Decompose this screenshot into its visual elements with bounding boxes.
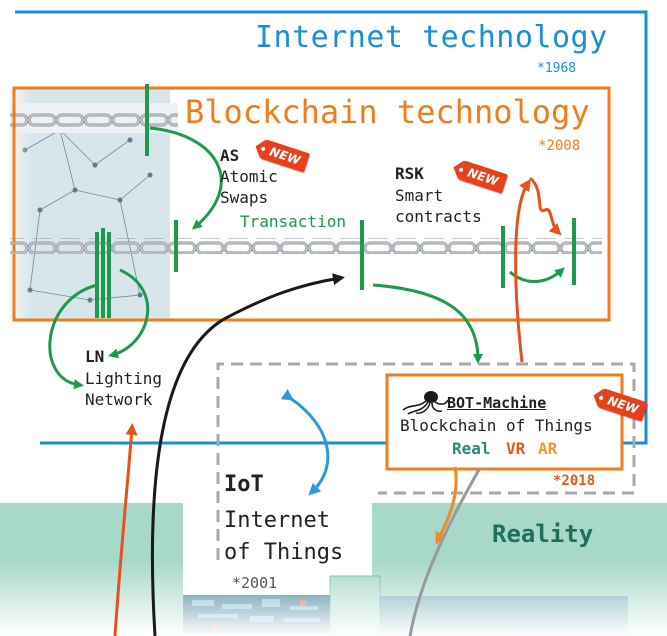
bot-machine-year: *2018	[553, 473, 596, 489]
lightning-line2: Network	[85, 390, 153, 409]
internet-frame	[15, 10, 648, 445]
iot-year: *2001	[232, 574, 278, 592]
lightning-line1: Lighting	[85, 369, 163, 388]
bot-machine-box	[385, 373, 624, 471]
atomic-swaps-line1: Atomic	[220, 167, 278, 186]
black-arrow	[150, 273, 345, 636]
circuit-board-icon	[0, 560, 667, 636]
blockchain-year: *2008	[538, 138, 581, 154]
bot-machine-subtitle: Blockchain of Things	[400, 416, 593, 435]
grey-line	[408, 467, 482, 636]
iot-line1: Internet	[224, 508, 330, 533]
iot-line2: of Things	[224, 540, 344, 565]
lightning-abbr: LN	[85, 347, 105, 366]
blockchain-frame	[12, 86, 611, 322]
flow-arrows	[48, 126, 566, 390]
internet-title: Internet technology	[255, 20, 608, 55]
blockchain-title: Blockchain technology	[185, 93, 590, 131]
reality-label: Reality	[492, 520, 594, 548]
iot-abbr: IoT	[224, 472, 264, 497]
rsk-line2: contracts	[395, 207, 482, 226]
iot-blue-arrow	[280, 389, 330, 496]
iot-frame	[216, 362, 636, 560]
transaction-label: Transaction	[240, 212, 346, 231]
atomic-swaps-abbr: AS	[220, 146, 240, 165]
orange-arrow	[435, 466, 458, 545]
rsk-line1: Smart	[395, 186, 444, 205]
bot-machine-real: Real	[452, 439, 491, 458]
red-arrows	[113, 176, 562, 636]
octopus-icon	[402, 391, 449, 415]
main-chain	[10, 238, 602, 254]
bot-machine-title: BOT-Machine	[447, 394, 547, 412]
transaction-markers	[95, 84, 576, 318]
bot-machine-vr: VR	[506, 439, 526, 458]
bot-machine-ar: AR	[538, 439, 558, 458]
internet-year: *1968	[537, 61, 577, 76]
atomic-swaps-line2: Swaps	[220, 188, 269, 207]
rsk-abbr: RSK	[395, 164, 424, 183]
